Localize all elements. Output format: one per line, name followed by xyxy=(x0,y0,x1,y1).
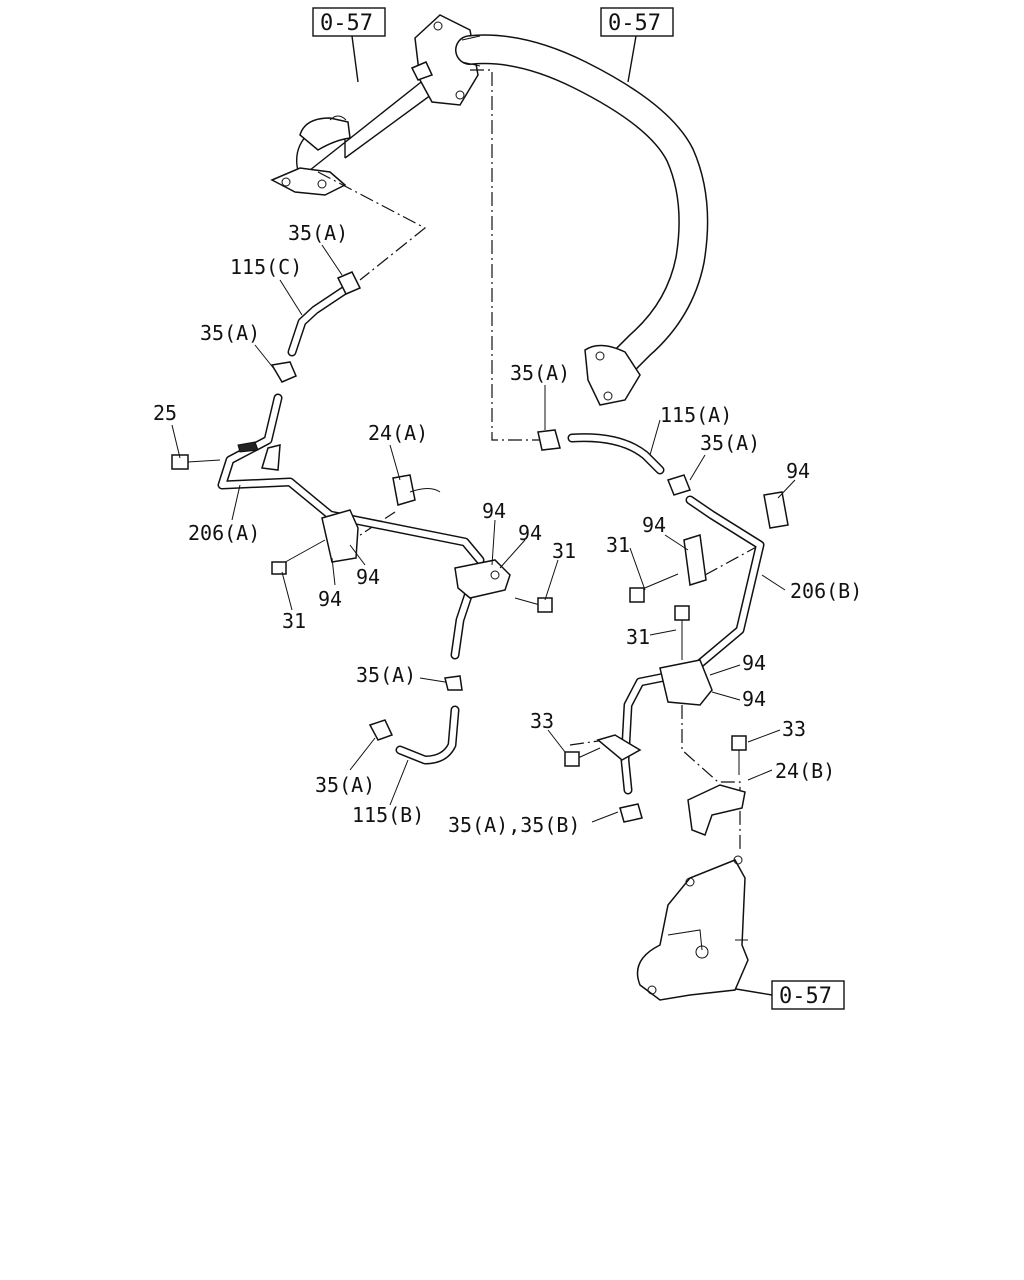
label-94-1: 94 xyxy=(318,587,342,611)
label-24b: 24(B) xyxy=(775,759,835,783)
label-115c: 115(C) xyxy=(230,255,302,279)
ref-0-57-top-right: 0-57 xyxy=(608,11,661,36)
label-35a-5: 35(A) xyxy=(510,361,570,385)
label-94-7: 94 xyxy=(742,651,766,675)
label-206a: 206(A) xyxy=(188,521,260,545)
label-31-2: 31 xyxy=(552,539,576,563)
label-35a-35b: 35(A),35(B) xyxy=(448,813,580,837)
label-35a-1: 35(A) xyxy=(288,221,348,245)
label-31-3: 31 xyxy=(606,533,630,557)
right-hose-assembly xyxy=(537,429,789,836)
label-31-4: 31 xyxy=(626,625,650,649)
leader-lines xyxy=(171,244,796,823)
label-24a: 24(A) xyxy=(368,421,428,445)
label-31-1: 31 xyxy=(282,609,306,633)
label-33-1: 33 xyxy=(530,709,554,733)
label-35a-6: 35(A) xyxy=(700,431,760,455)
ref-0-57-top-left: 0-57 xyxy=(320,11,373,36)
label-35a-2: 35(A) xyxy=(200,321,260,345)
large-pipe xyxy=(455,34,709,406)
label-94-6: 94 xyxy=(642,513,666,537)
left-hose-assembly xyxy=(171,271,553,765)
label-35a-3: 35(A) xyxy=(356,663,416,687)
reference-boxes: 0-57 0-57 0-57 xyxy=(312,7,845,1010)
part-labels: 35(A) 115(C) 35(A) 25 24(A) 206(A) 31 94… xyxy=(153,221,862,837)
label-35a-4: 35(A) xyxy=(315,773,375,797)
label-115a: 115(A) xyxy=(660,403,732,427)
label-94-8: 94 xyxy=(742,687,766,711)
bottom-housing xyxy=(636,855,749,1001)
label-206b: 206(B) xyxy=(790,579,862,603)
ref-0-57-bottom: 0-57 xyxy=(779,984,832,1009)
label-94-5: 94 xyxy=(786,459,810,483)
label-25: 25 xyxy=(153,401,177,425)
label-115b: 115(B) xyxy=(352,803,424,827)
label-94-2: 94 xyxy=(356,565,380,589)
label-94-4: 94 xyxy=(518,521,542,545)
label-33-2: 33 xyxy=(782,717,806,741)
label-94-3: 94 xyxy=(482,499,506,523)
upper-pipe-assembly xyxy=(270,14,479,196)
